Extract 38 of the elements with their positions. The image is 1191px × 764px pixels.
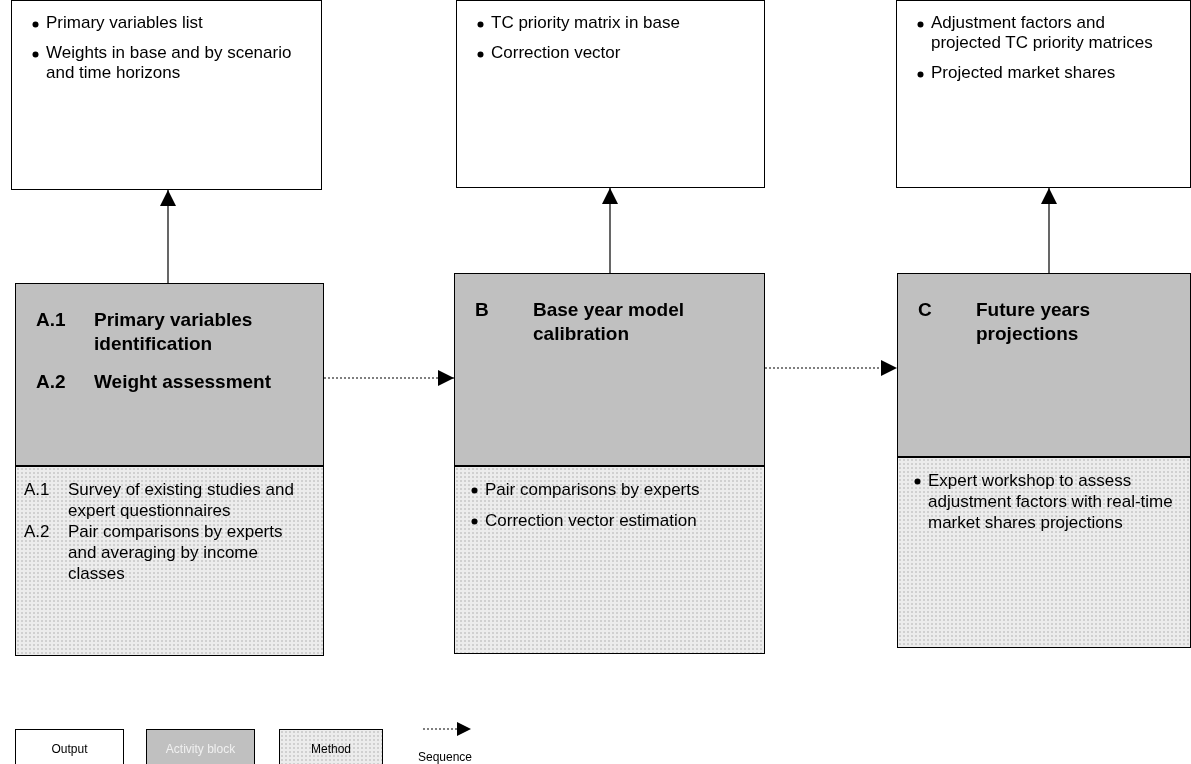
step-number: A.1: [36, 308, 67, 332]
step-number: B: [475, 298, 490, 322]
method-box: [454, 466, 765, 654]
bullet-text: Weights in base and by scenario and time horizons: [46, 43, 293, 83]
arrow: [602, 187, 618, 274]
method-text: Survey of existing studies and expert questionnaires: [68, 479, 295, 521]
activity-block: [15, 283, 324, 466]
output-box: [11, 0, 322, 190]
activity-title: Base year model calibration: [533, 298, 686, 346]
arrow: [160, 189, 176, 284]
output-box: [896, 0, 1191, 188]
step-number: C: [918, 298, 933, 322]
legend-label: Sequence: [418, 750, 473, 764]
arrow: [1041, 187, 1057, 274]
arrow: [764, 360, 898, 376]
legend-label: Method: [311, 742, 351, 756]
method-box: [897, 457, 1191, 648]
output-box: [456, 0, 765, 188]
bullet-text: Correction vector estimation: [485, 510, 697, 531]
arrow: [323, 370, 455, 386]
step-number: A.2: [24, 521, 51, 543]
legend-label: Output: [51, 742, 88, 756]
bullet-text: TC priority matrix in base: [491, 13, 680, 33]
bullet-text: Adjustment factors and projected TC priority matrices: [931, 13, 1154, 53]
activity-title: Weight assessment: [94, 370, 272, 394]
activity-title: Primary variables identification: [94, 308, 254, 356]
bullet-text: Projected market shares: [931, 63, 1116, 83]
method-box: [15, 466, 324, 656]
activity-title: Future years projections: [976, 298, 1092, 346]
method-text: Pair comparisons by experts and averaging by income classes: [68, 521, 284, 584]
step-number: A.1: [24, 479, 51, 501]
bullet-text: Primary variables list: [46, 13, 203, 33]
activity-block: [897, 273, 1191, 457]
bullet-text: Expert workshop to assess adjustment factors with real-time market shares projections: [928, 470, 1174, 533]
step-number: A.2: [36, 370, 67, 394]
bullet-text: Pair comparisons by experts: [485, 479, 700, 500]
activity-block: [454, 273, 765, 466]
bullet-text: Correction vector: [491, 43, 621, 63]
